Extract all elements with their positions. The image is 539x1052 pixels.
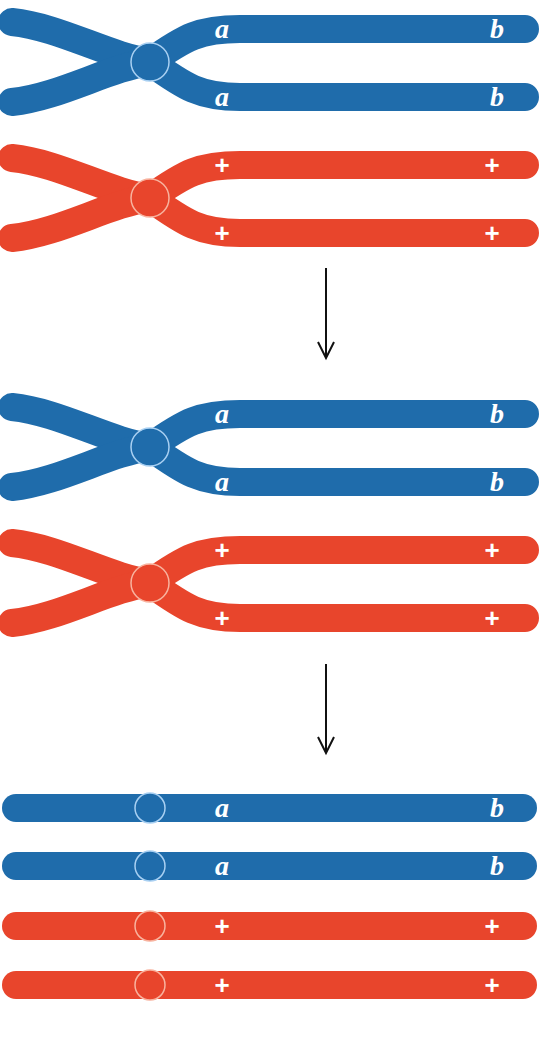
chromatid bbox=[12, 198, 525, 238]
allele-label: + bbox=[214, 913, 229, 939]
chromatid bbox=[12, 543, 525, 583]
blue-chromosome bbox=[12, 22, 525, 102]
allele-label: + bbox=[214, 537, 229, 563]
chromatid bbox=[12, 407, 525, 447]
allele-label: b bbox=[490, 468, 504, 496]
allele-label: + bbox=[484, 913, 499, 939]
centromere bbox=[135, 911, 165, 941]
allele-label: b bbox=[490, 852, 504, 880]
chromatid bbox=[16, 912, 523, 940]
allele-label: + bbox=[484, 972, 499, 998]
allele-label: + bbox=[484, 220, 499, 246]
chromatid bbox=[12, 62, 525, 102]
red-chromosome bbox=[12, 543, 525, 623]
allele-label: a bbox=[215, 15, 229, 43]
centromeres bbox=[131, 43, 169, 1000]
arrow-shaft bbox=[325, 664, 327, 752]
allele-label: a bbox=[215, 794, 229, 822]
allele-label: a bbox=[215, 852, 229, 880]
allele-label: a bbox=[215, 468, 229, 496]
allele-label: + bbox=[484, 537, 499, 563]
step-arrows bbox=[318, 268, 334, 753]
allele-label: + bbox=[484, 605, 499, 631]
allele-label: b bbox=[490, 15, 504, 43]
arrow-head bbox=[318, 737, 334, 753]
allele-label: a bbox=[215, 400, 229, 428]
allele-label: + bbox=[484, 152, 499, 178]
centromere bbox=[135, 851, 165, 881]
chromatid bbox=[12, 158, 525, 198]
chromatid bbox=[12, 22, 525, 62]
allele-label: + bbox=[214, 972, 229, 998]
chromatid bbox=[12, 447, 525, 487]
allele-label: b bbox=[490, 400, 504, 428]
arrow-shaft bbox=[325, 268, 327, 357]
allele-label: + bbox=[214, 220, 229, 246]
arrow-head bbox=[318, 342, 334, 358]
chromatid bbox=[16, 852, 523, 880]
centromere bbox=[131, 564, 169, 602]
allele-label: b bbox=[490, 794, 504, 822]
red-chromosome bbox=[12, 158, 525, 238]
allele-label: a bbox=[215, 83, 229, 111]
centromere bbox=[135, 970, 165, 1000]
centromere bbox=[131, 428, 169, 466]
chromatid bbox=[16, 794, 523, 822]
allele-label: b bbox=[490, 83, 504, 111]
allele-label: + bbox=[214, 605, 229, 631]
centromere bbox=[135, 793, 165, 823]
chromatid bbox=[12, 583, 525, 623]
blue-chromosome bbox=[12, 407, 525, 487]
chromatid bbox=[16, 971, 523, 999]
centromere bbox=[131, 179, 169, 217]
centromere bbox=[131, 43, 169, 81]
allele-label: + bbox=[214, 152, 229, 178]
